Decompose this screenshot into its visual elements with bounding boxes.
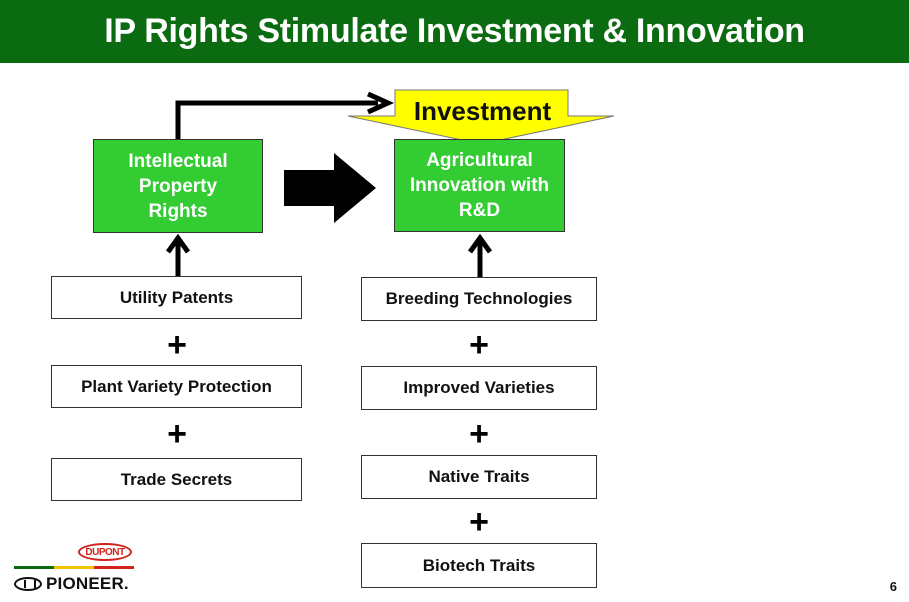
ip-rights-label: Intellectual Property Rights (128, 150, 228, 222)
pioneer-emblem-icon (14, 577, 42, 591)
ip-rights-box: Intellectual Property Rights (93, 139, 263, 233)
page-title: IP Rights Stimulate Investment & Innovat… (104, 12, 805, 50)
native-traits-box: Native Traits (361, 455, 597, 499)
breeding-technologies-box: Breeding Technologies (361, 277, 597, 321)
utility-patents-box: Utility Patents (51, 276, 302, 319)
plus-sign: + (469, 326, 489, 364)
investment-arrow (347, 89, 615, 145)
ag-innovation-label: Agricultural Innovation with R&D (409, 150, 550, 221)
plus-sign: + (167, 326, 187, 364)
left-up-arrowhead (165, 233, 191, 254)
connector-arrowhead (366, 91, 395, 115)
trade-secrets-box: Trade Secrets (51, 458, 302, 501)
improved-varieties-box: Improved Varieties (361, 366, 597, 410)
biotech-traits-box: Biotech Traits (361, 543, 597, 588)
page-number: 6 (889, 579, 897, 594)
dupont-logo: DUPONT (78, 543, 132, 561)
plant-variety-protection-box: Plant Variety Protection (51, 365, 302, 408)
pioneer-wordmark: PIONEER. (46, 574, 129, 593)
ip-to-investment-connector (175, 100, 378, 139)
investment-label: Investment (413, 96, 552, 126)
title-bar (0, 0, 909, 63)
ag-innovation-box: Agricultural Innovation with R&D (394, 139, 565, 232)
logo-stripe (14, 566, 134, 569)
big-right-arrow (284, 153, 376, 223)
plus-sign: + (167, 415, 187, 453)
plus-sign: + (469, 415, 489, 453)
pioneer-logo: PIONEER. (14, 573, 129, 595)
plus-sign: + (469, 503, 489, 541)
right-up-arrowhead (467, 233, 493, 254)
